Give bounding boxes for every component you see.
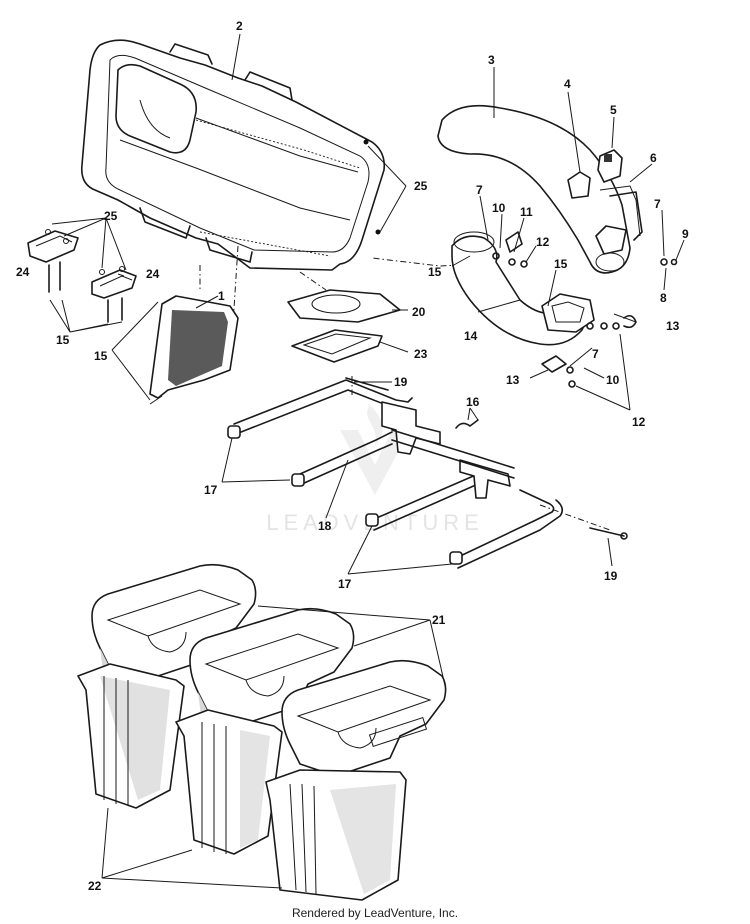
callout-11: 11 (520, 205, 533, 219)
callout-24a: 24 (16, 265, 30, 279)
callout-7c: 7 (592, 347, 599, 361)
callout-25b: 25 (104, 209, 118, 223)
footer-credit: Rendered by LeadVenture, Inc. (291, 906, 459, 920)
part-24-bracket-left[interactable] (27, 229, 79, 293)
part-22-bag-middle[interactable] (175, 709, 283, 855)
callout-leader-lines (49, 33, 685, 889)
part-5-latch[interactable] (597, 149, 623, 183)
part-4-knob[interactable] (567, 171, 591, 199)
callout-20: 20 (412, 305, 426, 319)
part-23-gasket[interactable] (291, 329, 383, 363)
callout-10b: 10 (606, 373, 620, 387)
callout-4: 4 (564, 77, 571, 91)
callout-15b: 15 (554, 257, 568, 271)
part-2-hopper-top[interactable] (80, 39, 386, 271)
callout-10a: 10 (492, 201, 506, 215)
callout-12b: 12 (632, 415, 646, 429)
callout-numbers: 2 3 4 5 6 7 7 7 8 9 10 10 11 12 12 13 13… (16, 19, 689, 893)
callout-7a: 7 (476, 183, 483, 197)
callout-22: 22 (88, 879, 102, 893)
callout-15a: 15 (428, 265, 442, 279)
callout-17b: 17 (338, 577, 352, 591)
callout-16: 16 (466, 395, 480, 409)
callout-12a: 12 (536, 235, 550, 249)
part-1-screen[interactable] (149, 295, 239, 405)
callout-19a: 19 (394, 375, 408, 389)
callout-13b: 13 (506, 373, 520, 387)
callout-6: 6 (650, 151, 657, 165)
callout-14: 14 (464, 329, 478, 343)
part-20-plate[interactable] (287, 289, 401, 323)
callout-19b: 19 (604, 569, 618, 583)
callout-1: 1 (218, 289, 225, 303)
callout-9: 9 (682, 227, 689, 241)
part-19-pin-top[interactable] (345, 377, 389, 391)
callout-13a: 13 (666, 319, 680, 333)
callout-21: 21 (432, 613, 446, 627)
callout-18: 18 (318, 519, 332, 533)
callout-17a: 17 (204, 483, 218, 497)
leadventure-logo-watermark (340, 405, 410, 495)
callout-7b: 7 (654, 197, 661, 211)
callout-24b: 24 (146, 267, 160, 281)
callout-8: 8 (660, 291, 667, 305)
callout-15d: 15 (94, 349, 108, 363)
part-24-bracket-right[interactable] (91, 266, 137, 323)
part-19-pin-bottom[interactable] (589, 527, 628, 540)
callout-25a: 25 (414, 179, 428, 193)
part-22-bag-left[interactable] (77, 663, 185, 809)
callout-23: 23 (414, 347, 428, 361)
part-18-frame-assembly[interactable] (227, 379, 564, 569)
callout-5: 5 (610, 103, 617, 117)
part-6-deflector[interactable] (595, 191, 643, 255)
part-22-bag-right[interactable] (265, 769, 407, 901)
callout-2: 2 (236, 19, 243, 33)
part-14-lower-chute[interactable] (451, 231, 595, 346)
callout-3: 3 (488, 53, 495, 67)
hardware-bolts-nuts (455, 231, 678, 429)
callout-15c: 15 (56, 333, 70, 347)
